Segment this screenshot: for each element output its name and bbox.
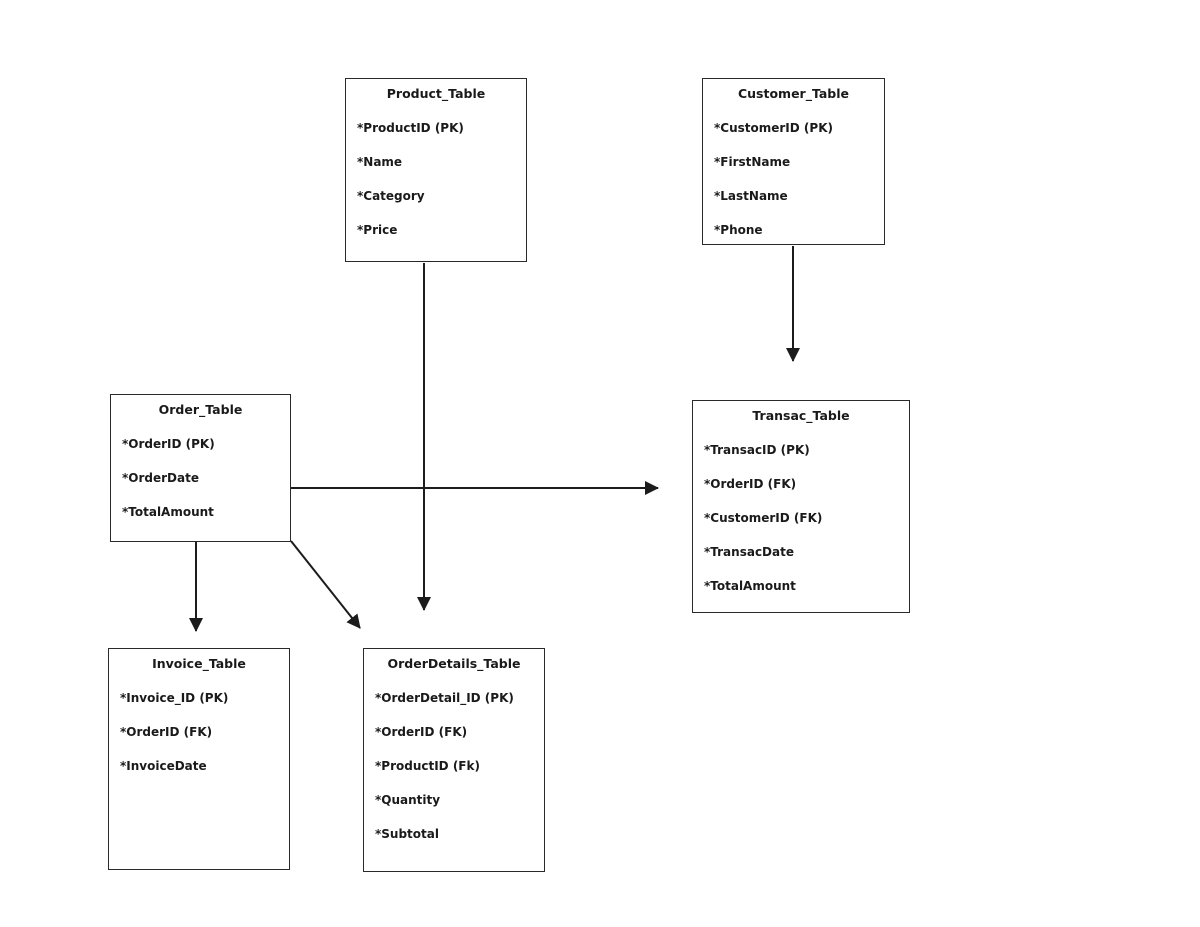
table-field: *TransacDate	[704, 545, 794, 559]
table-field: *Subtotal	[375, 827, 439, 841]
entity-orderdetails-table[interactable]: OrderDetails_Table *OrderDetail_ID (PK) …	[363, 648, 545, 872]
table-field: *Category	[357, 189, 425, 203]
entity-invoice-table[interactable]: Invoice_Table *Invoice_ID (PK) *OrderID …	[108, 648, 290, 870]
table-field: *Name	[357, 155, 403, 169]
table-field: *OrderID (PK)	[122, 437, 215, 451]
table-title: Product_Table	[386, 86, 486, 101]
table-field: *LastName	[714, 189, 788, 203]
entity-transac-table[interactable]: Transac_Table *TransacID (PK) *OrderID (…	[692, 400, 910, 613]
entity-product-table[interactable]: Product_Table *ProductID (PK) *Name *Cat…	[345, 78, 527, 262]
table-title: OrderDetails_Table	[387, 656, 521, 671]
table-field: *TotalAmount	[122, 505, 214, 519]
table-field: *Price	[357, 223, 398, 237]
table-field: *InvoiceDate	[120, 759, 207, 773]
table-title: Order_Table	[158, 402, 243, 417]
table-field: *OrderDate	[122, 471, 199, 485]
table-title: Invoice_Table	[152, 656, 246, 671]
table-title: Transac_Table	[752, 408, 850, 423]
table-field: *Invoice_ID (PK)	[120, 691, 229, 705]
table-field: *TransacID (PK)	[704, 443, 810, 457]
table-field: *CustomerID (FK)	[704, 511, 823, 525]
table-field: *OrderID (FK)	[704, 477, 797, 491]
table-title: Customer_Table	[737, 86, 850, 101]
arrow-order-to-orderdetails	[290, 540, 361, 629]
table-field: *CustomerID (PK)	[714, 121, 833, 135]
table-field: *OrderDetail_ID (PK)	[375, 691, 514, 705]
table-field: *ProductID (Fk)	[375, 759, 480, 773]
table-field: *OrderID (FK)	[375, 725, 468, 739]
entity-order-table[interactable]: Order_Table *OrderID (PK) *OrderDate *To…	[110, 394, 291, 542]
table-field: *Phone	[714, 223, 763, 237]
table-field: *Quantity	[375, 793, 441, 807]
entity-customer-table[interactable]: Customer_Table *CustomerID (PK) *FirstNa…	[702, 78, 885, 245]
table-field: *OrderID (FK)	[120, 725, 213, 739]
table-field: *ProductID (PK)	[357, 121, 464, 135]
table-field: *TotalAmount	[704, 579, 796, 593]
table-field: *FirstName	[714, 155, 791, 169]
